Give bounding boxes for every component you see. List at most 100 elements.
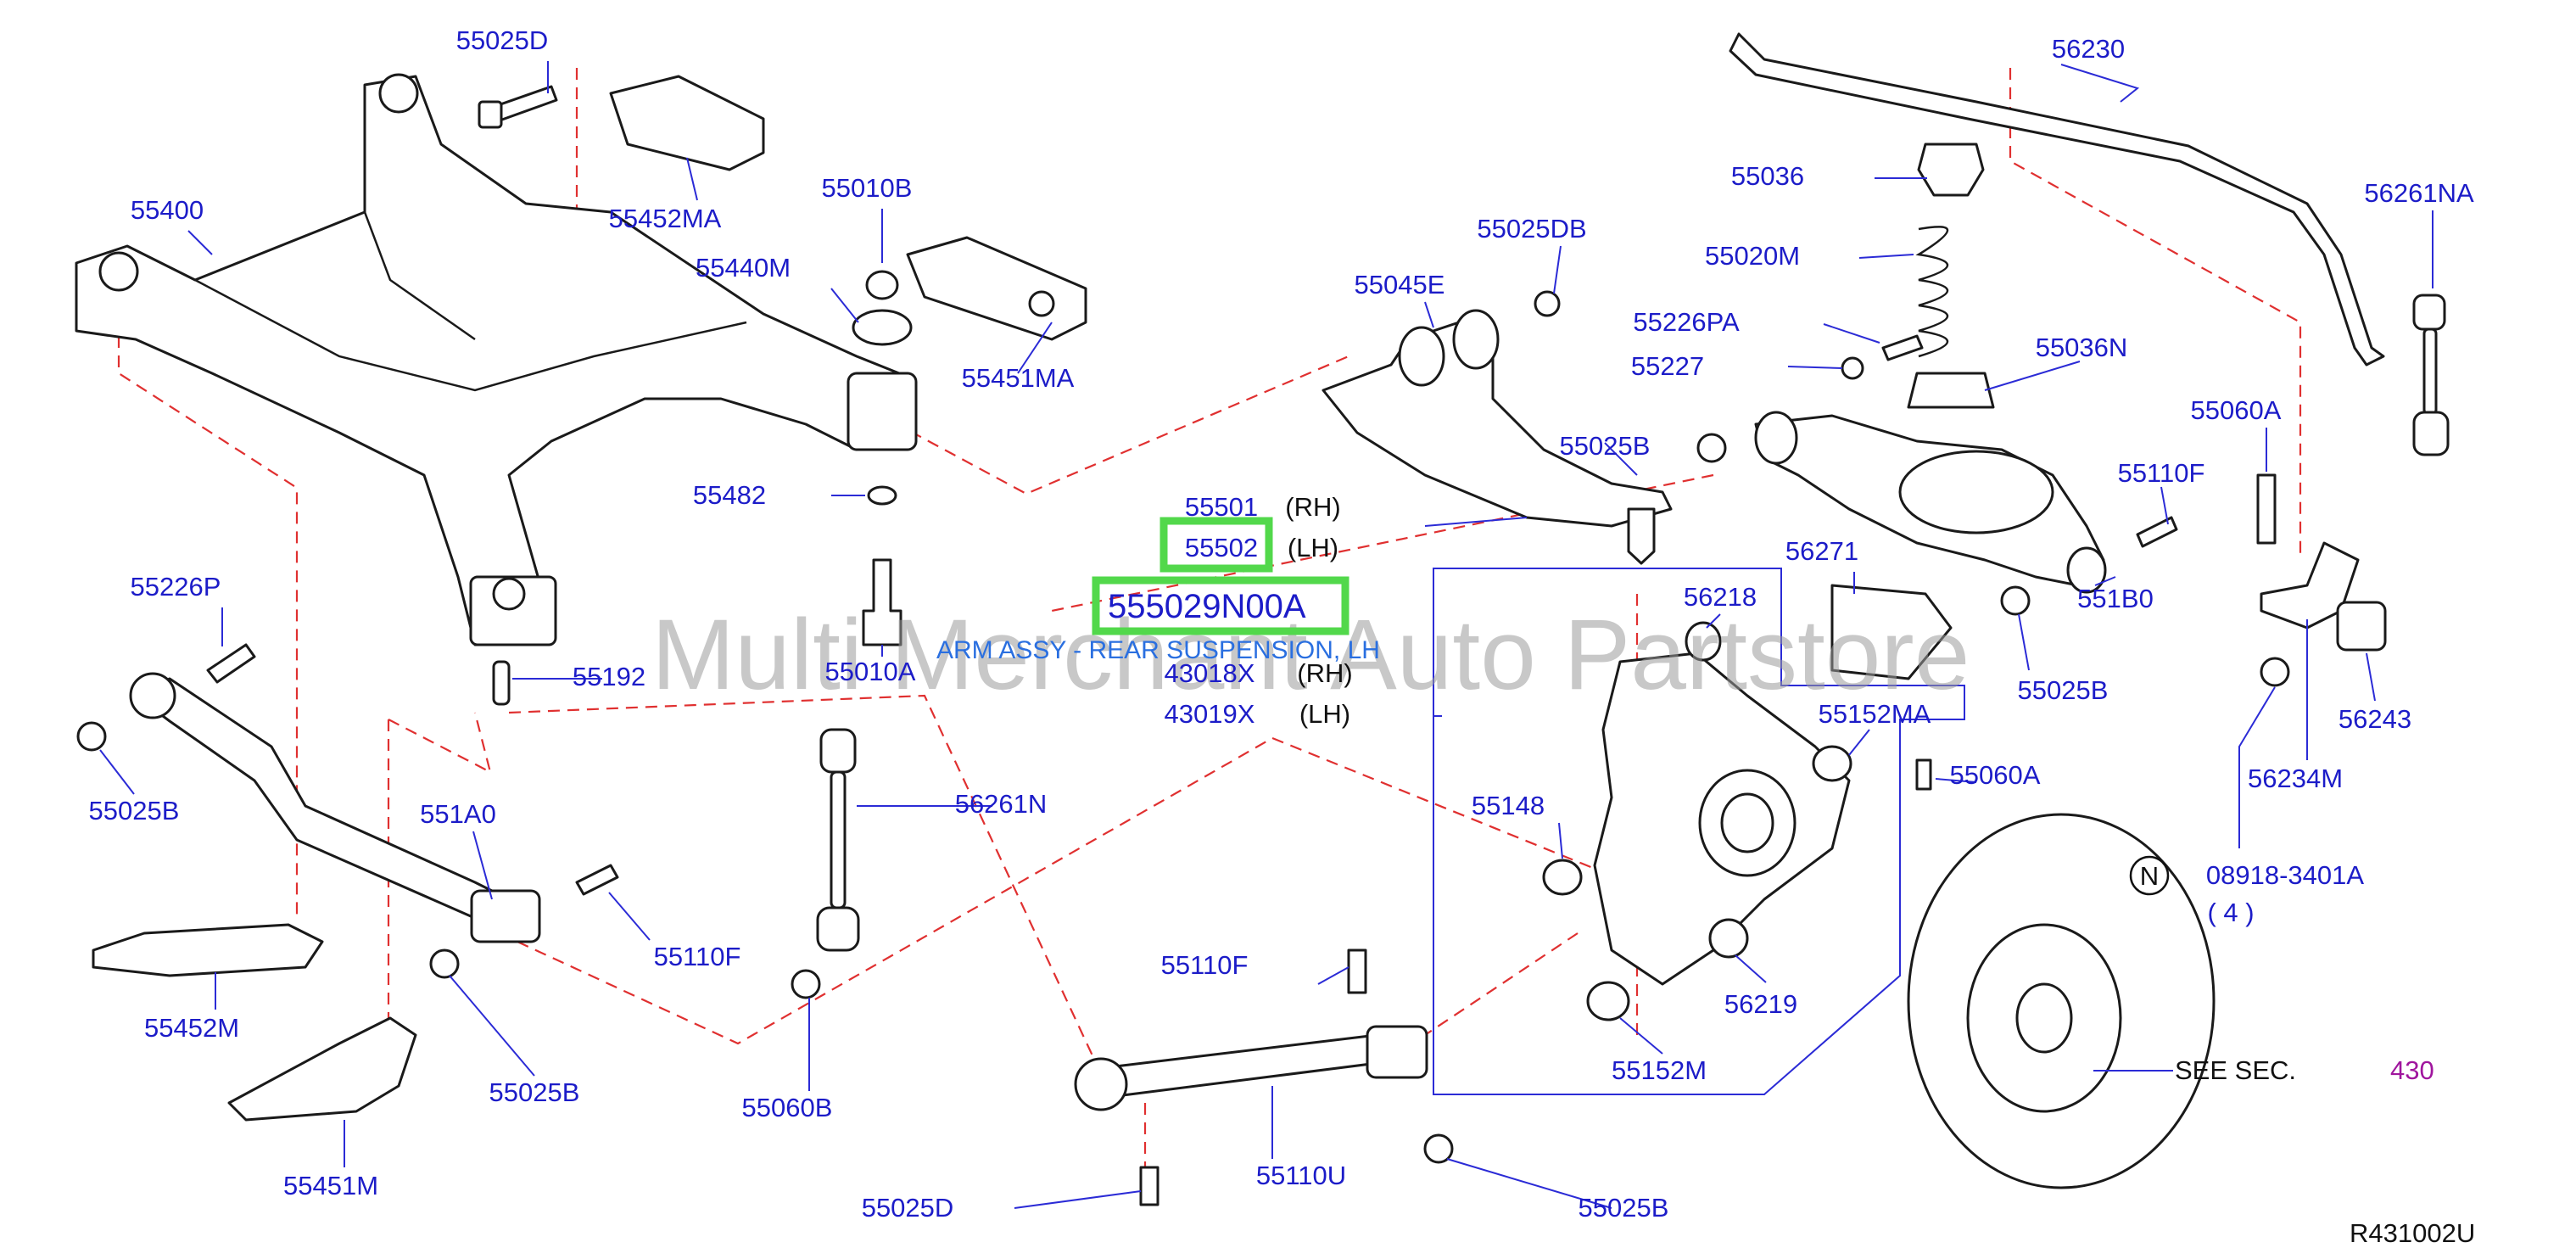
nut-55010B bbox=[865, 270, 899, 300]
stabilizer-link-56261N bbox=[816, 728, 860, 952]
part-label-p56219[interactable]: 56219 bbox=[1724, 989, 1797, 1019]
part-label-p55482[interactable]: 55482 bbox=[693, 480, 766, 510]
bolt-55025D-bottom bbox=[1139, 1166, 1159, 1206]
part-label-p56261NA[interactable]: 56261NA bbox=[2364, 178, 2474, 208]
part-label-p43018X[interactable]: 43018X bbox=[1165, 658, 1255, 688]
part-label-p56230[interactable]: 56230 bbox=[2052, 34, 2125, 64]
part-label-p55440M[interactable]: 55440M bbox=[696, 253, 791, 283]
bracket-56271 bbox=[1830, 584, 1953, 680]
bracket-55451MA bbox=[906, 236, 1087, 341]
part-label-p55110F_l[interactable]: 55110F bbox=[654, 942, 741, 971]
nut-08918-3401A bbox=[2260, 657, 2290, 687]
part-label-p4[interactable]: ( 4 ) bbox=[2207, 898, 2254, 927]
part-label-p55025B_c[interactable]: 55025B bbox=[1560, 431, 1651, 461]
part-label-p551B0[interactable]: 551B0 bbox=[2077, 584, 2154, 613]
part-label-p55060A_c[interactable]: 55060A bbox=[1950, 760, 2041, 790]
bump-stopper-55036 bbox=[1917, 143, 1985, 197]
highlighted-part-caption: ARM ASSY - REAR SUSPENSION, LH bbox=[936, 636, 1380, 664]
bushing-55148 bbox=[1542, 859, 1583, 896]
brake-rotor bbox=[1907, 813, 2216, 1189]
nut-55060B bbox=[791, 969, 821, 999]
bolt-head-55025D-top bbox=[478, 100, 503, 129]
part-label-p55227[interactable]: 55227 bbox=[1631, 351, 1704, 381]
part-label-p55010B[interactable]: 55010B bbox=[822, 173, 913, 203]
part-number-labels: 55025D 55400 55452MA 55010B 55440M 55451MA 554… bbox=[89, 25, 2474, 1223]
bolt-55010A bbox=[862, 558, 902, 646]
side-label-lh2: (LH) bbox=[1299, 699, 1350, 729]
bolt-55110F-mid bbox=[1347, 948, 1367, 994]
stabilizer-bar-56230 bbox=[1729, 32, 2385, 367]
part-label-p55025B_r[interactable]: 55025B bbox=[2018, 675, 2109, 705]
see-section-text: SEE SEC. bbox=[2175, 1055, 2296, 1085]
part-label-p55148[interactable]: 55148 bbox=[1472, 791, 1545, 820]
part-label-p55226P[interactable]: 55226P bbox=[131, 572, 221, 602]
part-label-p55502[interactable]: 55502 bbox=[1185, 533, 1258, 562]
part-label-p55020M[interactable]: 55020M bbox=[1705, 241, 1800, 271]
part-label-p55010A[interactable]: 55010A bbox=[825, 657, 916, 686]
bushing-56219 bbox=[1708, 918, 1749, 959]
bushing-55152M bbox=[1586, 981, 1630, 1021]
part-label-p56261N[interactable]: 56261N bbox=[955, 789, 1048, 819]
bolt-55110F-right bbox=[2136, 516, 2178, 548]
part-label-p55226PA[interactable]: 55226PA bbox=[1633, 307, 1740, 337]
part-label-p55400[interactable]: 55400 bbox=[131, 195, 204, 225]
washer-55227 bbox=[1841, 356, 1864, 380]
bushing-56218 bbox=[1685, 621, 1722, 662]
part-label-p55451M[interactable]: 55451M bbox=[283, 1171, 378, 1200]
part-label-p55060B[interactable]: 55060B bbox=[742, 1093, 833, 1122]
part-label-p55036N[interactable]: 55036N bbox=[2036, 333, 2128, 362]
side-label-lh1: (LH) bbox=[1288, 533, 1338, 562]
part-label-p55025B_m[interactable]: 55025B bbox=[489, 1077, 580, 1107]
see-section-link[interactable]: 430 bbox=[2390, 1055, 2434, 1085]
part-label-p55152M[interactable]: 55152M bbox=[1612, 1055, 1707, 1085]
part-label-p55110F_r[interactable]: 55110F bbox=[2118, 458, 2205, 488]
part-label-p55501[interactable]: 55501 bbox=[1185, 492, 1258, 522]
side-label-rh1: (RH) bbox=[1285, 492, 1340, 522]
part-label-p55452MA[interactable]: 55452MA bbox=[609, 204, 722, 233]
diagram-reference-code: R431002U bbox=[2350, 1218, 2475, 1248]
insulator-55036N bbox=[1907, 372, 1995, 409]
crossmember-55400 bbox=[75, 73, 918, 646]
part-label-p55025B_b[interactable]: 55025B bbox=[1579, 1193, 1669, 1223]
part-label-p55045E[interactable]: 55045E bbox=[1355, 270, 1445, 299]
leader-lines bbox=[99, 61, 2434, 1209]
bolt-55110F-left bbox=[575, 864, 619, 896]
stabilizer-link-56261NA bbox=[2412, 294, 2450, 456]
part-label-p55036[interactable]: 55036 bbox=[1731, 161, 1804, 191]
part-label-p55025B_l[interactable]: 55025B bbox=[89, 796, 180, 825]
part-label-p56234M[interactable]: 56234M bbox=[2248, 764, 2343, 793]
upper-arm-55502 bbox=[1322, 309, 1673, 565]
part-label-p55110F_m[interactable]: 55110F bbox=[1161, 950, 1249, 980]
part-label-p55060A_r[interactable]: 55060A bbox=[2191, 395, 2282, 425]
part-label-p43019X[interactable]: 43019X bbox=[1165, 699, 1255, 729]
coil-spring-55020M bbox=[1915, 226, 1948, 358]
bolt-55226PA bbox=[1881, 334, 1924, 361]
side-label-rh2: (RH) bbox=[1297, 658, 1352, 688]
toe-link-55110U bbox=[1074, 1025, 1428, 1111]
part-label-p55192[interactable]: 55192 bbox=[573, 662, 645, 691]
bracket-55452MA bbox=[609, 75, 765, 171]
part-label-p55110U[interactable]: 55110U bbox=[1256, 1161, 1346, 1190]
part-label-p56271[interactable]: 56271 bbox=[1785, 536, 1858, 566]
nut-55025B-mid bbox=[429, 948, 460, 979]
part-label-p55025DB[interactable]: 55025DB bbox=[1477, 214, 1586, 243]
side-labels: (RH) (LH) (RH) (LH) bbox=[1285, 492, 1352, 729]
part-label-p55451MA[interactable]: 55451MA bbox=[962, 363, 1075, 393]
part-label-p55452M[interactable]: 55452M bbox=[144, 1013, 239, 1043]
part-label-p08918[interactable]: 08918-3401A bbox=[2206, 860, 2364, 890]
part-label-p56218[interactable]: 56218 bbox=[1684, 582, 1757, 612]
knuckle-group-box bbox=[1433, 568, 1965, 1095]
bushing-55152MA bbox=[1812, 745, 1852, 782]
part-label-p55152MA[interactable]: 55152MA bbox=[1819, 699, 1931, 729]
bracket-55451M bbox=[227, 1016, 417, 1122]
watermark: Multi Merchant Auto Partstore bbox=[651, 599, 1970, 711]
part-label-p56243[interactable]: 56243 bbox=[2339, 704, 2411, 734]
note-circle-letter: N bbox=[2140, 861, 2159, 891]
part-label-p55025D_top[interactable]: 55025D bbox=[456, 25, 549, 55]
note-circle bbox=[2129, 855, 2170, 896]
highlighted-part-number[interactable]: 555029N00A bbox=[1108, 588, 1306, 625]
part-label-p55025D_b[interactable]: 55025D bbox=[862, 1193, 954, 1223]
part-label-p551A0[interactable]: 551A0 bbox=[420, 799, 496, 829]
bolt-55226P bbox=[206, 643, 256, 684]
pin-55192 bbox=[492, 660, 511, 706]
